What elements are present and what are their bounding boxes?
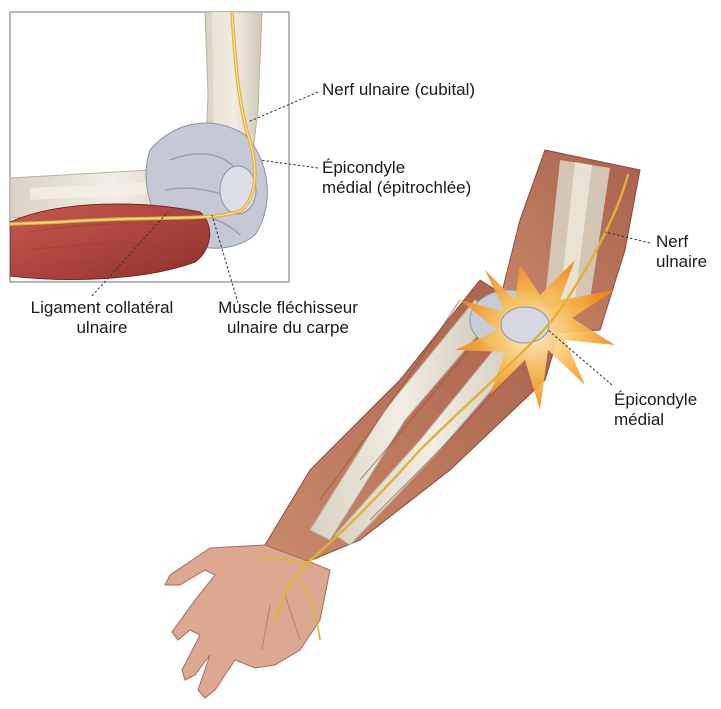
label-ulnar-nerve-inset: Nerf ulnaire (cubital) xyxy=(322,80,475,100)
label-flexor-carpi-ulnaris: Muscle fléchisseur ulnaire du carpe xyxy=(204,298,372,338)
inset-elbow-detail xyxy=(10,12,289,282)
inset-epicondyle xyxy=(220,166,256,214)
label-ulnar-nerve-main: Nerf ulnaire xyxy=(656,232,707,272)
label-medial-epicondyle-main: Épicondyle médial xyxy=(614,390,697,430)
label-ulnar-collateral-ligament: Ligament collatéral ulnaire xyxy=(6,298,198,338)
hand xyxy=(165,545,330,698)
label-medial-epicondyle-inset: Épicondyle médial (épitrochlée) xyxy=(322,158,471,198)
medial-epicondyle xyxy=(501,307,549,343)
